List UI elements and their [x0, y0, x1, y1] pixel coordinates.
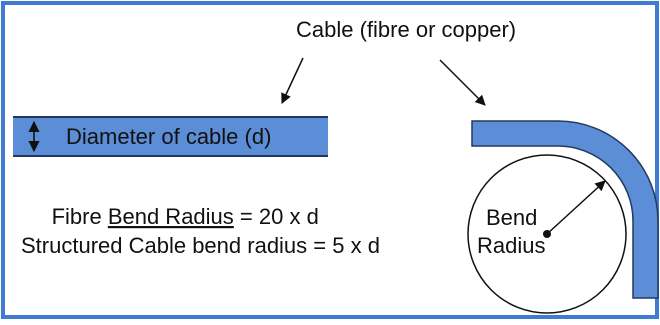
radius-arrow-icon — [546, 180, 606, 235]
bend-label-line1: Bend — [486, 205, 537, 230]
cable-title: Cable (fibre or copper) — [296, 17, 516, 42]
diameter-label: Diameter of cable (d) — [66, 124, 271, 149]
bend-radius-circle — [467, 154, 627, 314]
diagram-frame — [1, 1, 659, 319]
fibre-suffix: = 20 x d — [234, 204, 319, 229]
pointer-arrow-icon — [439, 59, 486, 106]
bent-cable — [471, 120, 659, 299]
structured-formula: Structured Cable bend radius = 5 x d — [21, 233, 380, 258]
straight-cable: Diameter of cable (d) — [13, 116, 328, 157]
fibre-bend-radius-term: Bend Radius — [108, 204, 234, 229]
fibre-formula: Fibre Bend Radius = 20 x d — [21, 204, 337, 229]
pointer-arrow-icon — [281, 57, 304, 104]
fibre-prefix: Fibre — [52, 204, 108, 229]
bend-label-line2: Radius — [477, 233, 545, 258]
